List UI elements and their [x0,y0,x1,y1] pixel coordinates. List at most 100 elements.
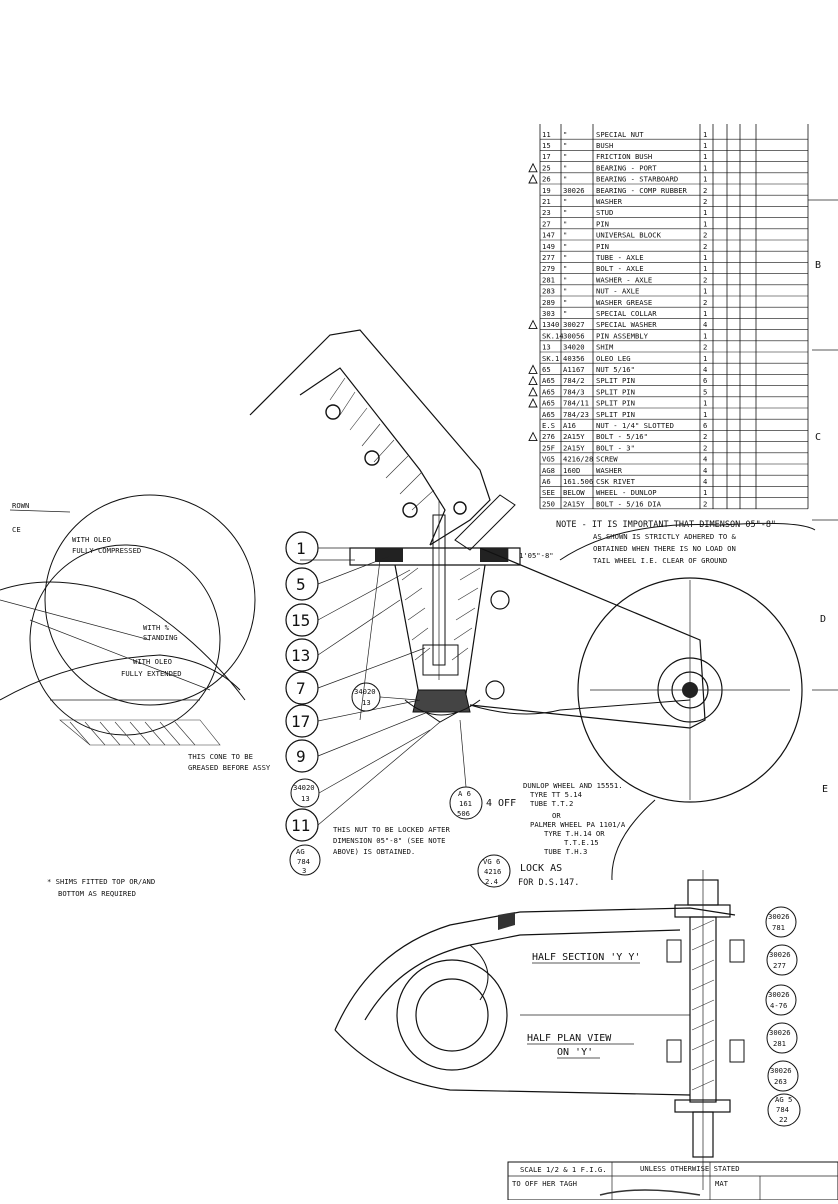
parts-qty-cell: 4 [703,466,707,475]
parts-qty-cell: 1 [703,264,707,273]
svg-text:3: 3 [302,866,306,875]
parts-number-cell: 2A15Y [563,499,585,508]
title-scale: SCALE 1/2 & 1 F.I.G. [520,1165,607,1174]
svg-text:784: 784 [297,857,310,866]
svg-text:277: 277 [773,961,786,970]
oleo-leg-assembly: 1'05"-8" [249,329,816,881]
parts-number-cell: " [563,264,567,273]
label-down: ROWN [12,501,29,510]
parts-description-cell: WASHER - AXLE [596,275,652,284]
parts-item-cell: A65 [542,376,555,385]
plan-view-balloons: 30026 781 30026 277 30026 4-76 30026 281… [765,906,801,1127]
parts-item-cell: AG8 [542,466,555,475]
parts-qty-cell: 2 [703,197,707,206]
revision-triangle-icon [528,397,538,408]
parts-number-cell: " [563,141,567,150]
parts-item-cell: 281 [542,275,555,284]
balloon-13: 13 [285,599,401,672]
svg-text:13: 13 [301,794,310,803]
svg-text:263: 263 [774,1077,787,1086]
svg-text:13: 13 [291,646,310,665]
parts-description-cell: SHIM [596,343,614,352]
parts-qty-cell: 1 [703,309,707,318]
parts-item-cell: SK.1 [542,354,559,363]
note-line-2: AS SHOWN IS STRICTLY ADHERED TO & [593,532,736,541]
parts-qty-cell: 1 [703,208,707,217]
svg-text:161: 161 [459,799,472,808]
parts-item-cell: 303 [542,309,555,318]
parts-description-cell: BOLT - AXLE [596,264,644,273]
oleo-position-diagram: ROWN CE WITH OLEO FULLY COMPRESSED WITH … [0,494,256,746]
parts-description-cell: SCREW [596,455,618,464]
parts-description-cell: OLEO LEG [596,354,631,363]
parts-number-cell: " [563,219,567,228]
balloon-9: 9 [285,711,429,773]
label-oleo-extended-1: WITH OLEO [133,657,172,666]
parts-table-row: AG8 160D WASHER 4 [542,466,707,475]
parts-number-cell: " [563,275,567,284]
parts-item-cell: 279 [542,264,555,273]
parts-qty-cell: 6 [703,376,707,385]
note-shims-2: BOTTOM AS REQUIRED [58,889,136,898]
parts-qty-cell: 4 [703,320,707,329]
note-line-3: OBTAINED WHEN THERE IS NO LOAD ON [593,544,736,553]
parts-item-cell: VG5 [542,455,555,464]
ref-30026-263: 30026 263 [767,1060,799,1092]
parts-number-cell: " [563,298,567,307]
svg-text:15: 15 [291,611,310,630]
parts-qty-cell: 2 [703,432,707,441]
title-misc: UNLESS OTHERWISE STATED [640,1164,740,1173]
parts-number-cell: 30056 [563,331,585,340]
parts-qty-cell: 1 [703,331,707,340]
revision-triangle-icon [528,162,538,173]
svg-text:1: 1 [296,539,306,558]
parts-number-cell: 2A15Y [563,432,585,441]
svg-text:506: 506 [457,809,470,818]
parts-description-cell: NUT - AXLE [596,287,639,296]
parts-number-cell: " [563,309,567,318]
parts-description-cell: STUD [596,208,613,217]
note-nut-1: THIS NUT TO BE LOCKED AFTER [333,825,451,834]
parts-item-cell: 25F [542,443,555,452]
ref-balloon-vg6-4216: VG 6 4216 2.4 [477,854,511,888]
ref-30026-476: 30026 4-76 [765,984,797,1016]
parts-item-cell: 149 [542,242,555,251]
parts-number-cell: A16 [563,421,576,430]
parts-description-cell: PIN ASSEMBLY [596,331,649,340]
parts-number-cell: 40356 [563,354,585,363]
parts-qty-cell: 1 [703,253,707,262]
label-half-plan-1: HALF PLAN VIEW [527,1033,612,1044]
parts-number-cell: " [563,163,567,172]
zone-letter-d: D [820,614,826,625]
revision-triangle-icon [528,319,538,330]
parts-qty-cell: 1 [703,354,707,363]
svg-text:5: 5 [296,575,306,594]
parts-number-cell: 784/23 [563,410,589,419]
note-dunlop-5: PALMER WHEEL PA 1101/A [530,820,626,829]
balloon-7: 7 [285,647,426,705]
parts-item-cell: SK.14 [542,331,564,340]
parts-number-cell: 784/11 [563,399,589,408]
ref-balloon-34020-13b: 34020 13 [290,729,431,808]
parts-description-cell: WASHER [596,466,623,475]
parts-item-cell: 27 [542,219,551,228]
parts-item-cell: 289 [542,298,555,307]
parts-number-cell: 4216/28 [563,455,593,464]
parts-qty-cell: 1 [703,130,707,139]
svg-text:30026: 30026 [768,990,790,999]
balloon-17: 17 [285,699,421,738]
parts-number-cell: 160D [563,466,580,475]
callout-balloons: 1 5 15 13 7 17 9 [285,531,516,888]
